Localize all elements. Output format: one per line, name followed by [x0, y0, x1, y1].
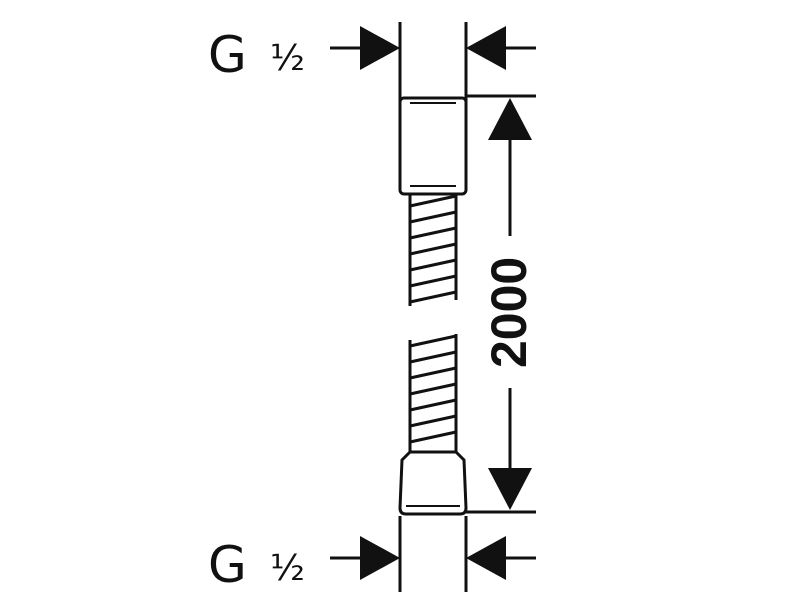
- top-left-arrow-icon: [360, 26, 400, 70]
- bottom-right-arrow-icon: [466, 536, 506, 580]
- top-thread-letter: G: [208, 26, 247, 84]
- bottom-left-arrow-icon: [360, 536, 400, 580]
- length-value: 2000: [481, 257, 537, 368]
- length-bottom-arrow-icon: [488, 468, 532, 510]
- length-dimension: [466, 94, 536, 514]
- hose-lower-spiral: [408, 334, 458, 452]
- bottom-width-dimension: [330, 516, 536, 592]
- length-top-arrow-icon: [488, 98, 532, 140]
- hose-upper-spiral: [408, 194, 458, 306]
- top-width-dimension: [330, 22, 536, 102]
- top-thread-size: ½: [270, 38, 305, 79]
- bottom-thread-letter: G: [208, 536, 247, 594]
- bottom-fitting: [398, 450, 468, 516]
- top-fitting: [398, 96, 468, 196]
- bottom-thread-size: ½: [270, 548, 305, 589]
- top-right-arrow-icon: [466, 26, 506, 70]
